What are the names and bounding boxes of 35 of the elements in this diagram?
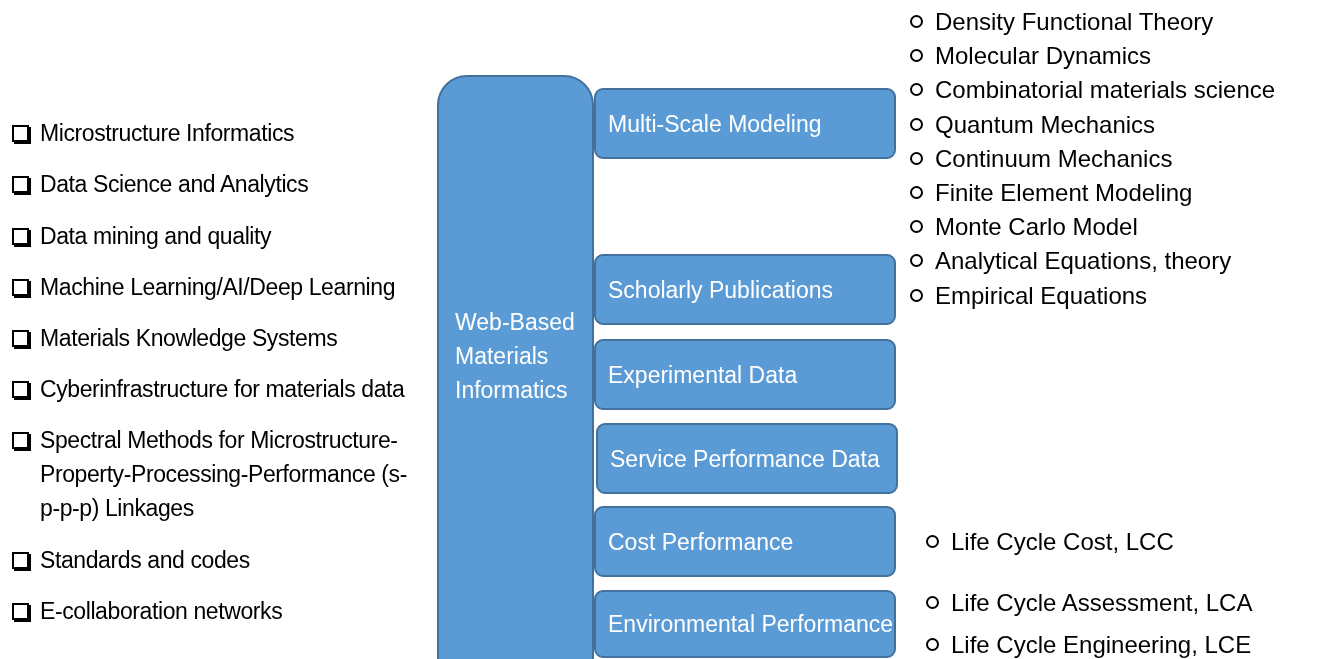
process-box xyxy=(594,254,896,325)
process-box xyxy=(594,339,896,410)
node-label: Environmental Performance xyxy=(607,610,894,639)
node-label: Multi-Scale Modeling xyxy=(607,109,822,139)
list-item: Materials Knowledge Systems xyxy=(40,324,338,353)
list-item: Monte Carlo Model xyxy=(935,212,1138,243)
process-box xyxy=(594,590,896,658)
list-item: Density Functional Theory xyxy=(935,7,1214,37)
tall-rounded-box xyxy=(437,75,594,659)
list-item: Finite Element Modeling xyxy=(935,178,1193,208)
list-item: Life Cycle Cost, LCC xyxy=(951,527,1174,557)
node-label: Cost Performance xyxy=(607,527,794,557)
list-item: Data mining and quality xyxy=(40,222,272,251)
list-item: Microstructure Informatics xyxy=(40,119,295,148)
list-item: Combinatorial materials science xyxy=(935,75,1276,106)
list-item: E-collaboration networks xyxy=(40,597,283,626)
process-box xyxy=(594,506,896,577)
list-item: Data Science and Analytics xyxy=(40,170,309,199)
node-label: Experimental Data xyxy=(607,360,798,390)
list-item: Empirical Equations xyxy=(935,280,1148,311)
process-box xyxy=(594,88,896,159)
list-item: Standards and codes xyxy=(40,546,250,575)
node-label: Web-Based Materials Informatics xyxy=(454,308,576,405)
list-item: Spectral Methods for Microstructure-Property-Processing-Performance (s-p-p-p) Linkages xyxy=(40,426,407,523)
list-item: Molecular Dynamics xyxy=(935,41,1152,72)
process-box xyxy=(596,423,898,494)
list-item: Life Cycle Assessment, LCA xyxy=(951,588,1253,618)
list-item: Cyberinfrastructure for materials data xyxy=(40,375,405,404)
list-item: Continuum Mechanics xyxy=(935,143,1173,174)
list-item: Analytical Equations, theory xyxy=(935,246,1232,277)
node-label: Scholarly Publications xyxy=(607,275,833,305)
list-item: Life Cycle Engineering, LCE xyxy=(951,630,1252,659)
node-label: Service Performance Data xyxy=(609,444,880,474)
list-item: Quantum Mechanics xyxy=(935,109,1156,140)
list-item: Machine Learning/AI/Deep Learning xyxy=(40,273,396,302)
